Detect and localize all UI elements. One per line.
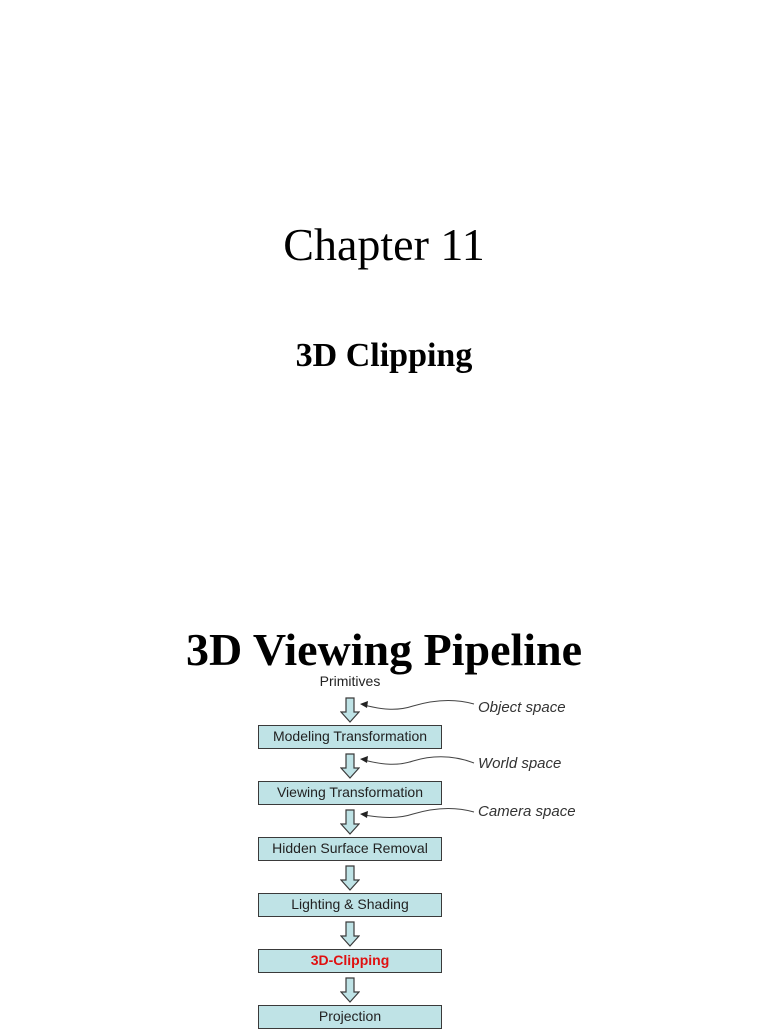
stage-lighting-shading: Lighting & Shading	[258, 893, 442, 917]
pipeline-title: 3D Viewing Pipeline	[185, 624, 583, 675]
down-arrow-icon	[340, 809, 360, 835]
down-arrow-icon	[340, 865, 360, 891]
chapter-subtitle: 3D Clipping	[295, 337, 473, 374]
stage-hidden-surface-removal: Hidden Surface Removal	[258, 837, 442, 861]
pointer-arrow-icon	[360, 756, 475, 765]
stage-projection: Projection	[258, 1005, 442, 1029]
down-arrow-icon	[340, 977, 360, 1003]
stage-modeling-transformation: Modeling Transformation	[258, 725, 442, 749]
pointer-arrow-icon	[360, 807, 475, 818]
down-arrow-icon	[340, 753, 360, 779]
chapter-title: Chapter 11	[283, 219, 485, 270]
object-space-label: Object space	[478, 699, 566, 716]
down-arrow-icon	[340, 921, 360, 947]
stage-3d-clipping: 3D-Clipping	[258, 949, 442, 973]
pointer-arrow-icon	[360, 699, 475, 710]
stage-viewing-transformation: Viewing Transformation	[258, 781, 442, 805]
down-arrow-icon	[340, 697, 360, 723]
camera-space-label: Camera space	[478, 803, 576, 820]
primitives-label: Primitives	[319, 673, 381, 689]
world-space-label: World space	[478, 755, 562, 772]
